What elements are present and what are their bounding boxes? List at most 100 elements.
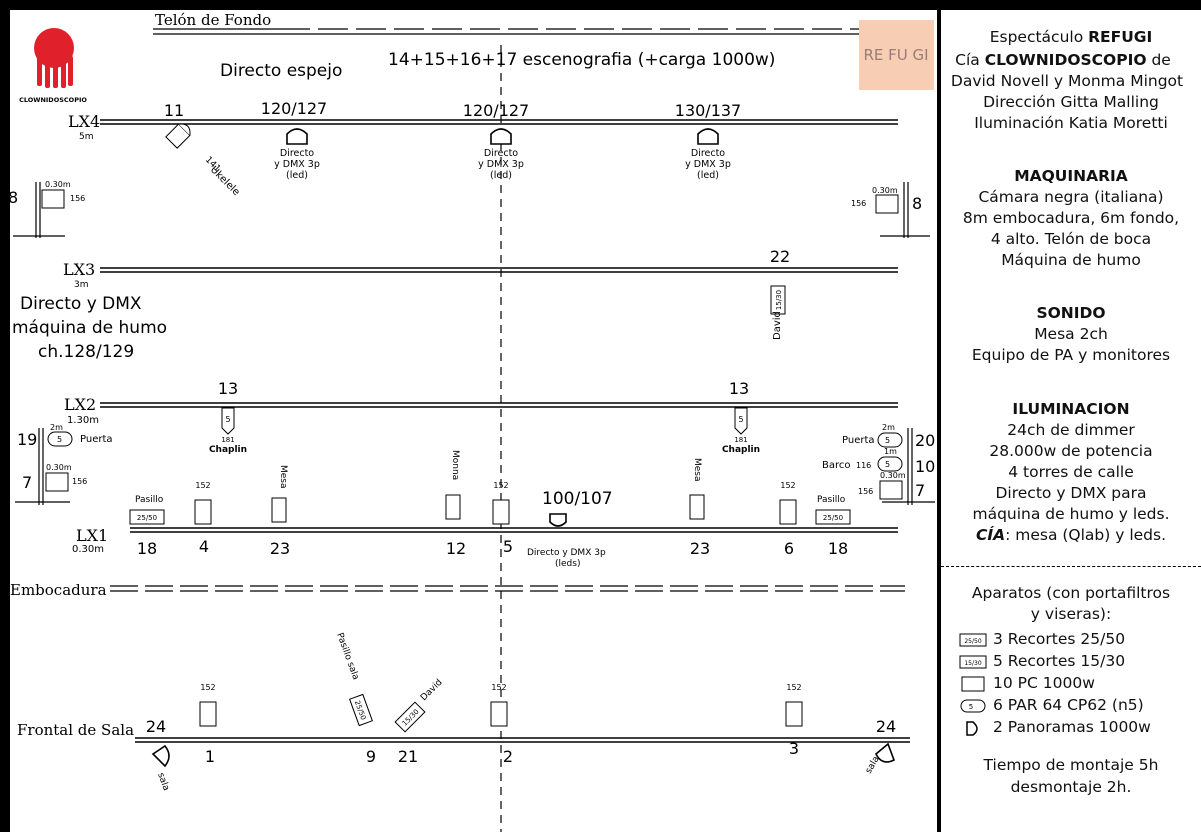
ilu-line-4: Directo y DMX para	[995, 484, 1147, 502]
ilu-line-3: 4 torres de calle	[1008, 463, 1134, 481]
bar-lx1-name: LX1	[76, 526, 108, 545]
tower-right-low: 20 2m 5 Puerta 10 1m 5 Barco 116 7 0.30m…	[822, 423, 935, 505]
tower-left-top-ch: 8	[10, 188, 18, 207]
svg-text:18: 18	[828, 539, 848, 558]
maq-line-4: Máquina de humo	[1001, 251, 1141, 269]
telon-fondo-label: Telón de Fondo	[155, 11, 271, 29]
refugi-stamp-text: RE FU GI	[863, 46, 928, 64]
svg-text:23: 23	[270, 539, 290, 558]
svg-text:15/30: 15/30	[775, 290, 783, 310]
escenografia-label: 14+15+16+17 escenografia (+carga 1000w)	[388, 50, 775, 70]
svg-text:152: 152	[200, 683, 215, 692]
bar-lx2-height: 1.30m	[67, 415, 99, 426]
svg-text:7: 7	[915, 481, 925, 500]
aparatos-line-1: Aparatos (con portafiltros	[971, 584, 1171, 602]
aparatos-line-2: y viseras):	[1030, 605, 1112, 623]
svg-text:15/30: 15/30	[964, 660, 981, 667]
ilu-line-5: máquina de humo y leds.	[972, 505, 1170, 523]
tower-left-top: 8 0.30m 156	[8, 180, 85, 238]
svg-text:Pasillo sala: Pasillo sala	[334, 632, 360, 682]
tower-right-top: 8 0.30m 156	[851, 182, 930, 238]
svg-text:Chaplin: Chaplin	[209, 445, 247, 455]
lx3-recorte-david: 15/30	[770, 285, 786, 315]
lx1-channels: 18 4 23 12 5 23 6 18	[137, 537, 848, 558]
ilu-line-1: 24ch de dimmer	[1007, 421, 1135, 439]
svg-text:y DMX 3p: y DMX 3p	[478, 159, 524, 170]
lx4-led-c: Directo y DMX 3p (led)	[685, 128, 731, 181]
svg-text:152: 152	[780, 481, 795, 490]
frontal-fixtures: 24 sala 152 1 Pasillo sala 25/50 9 15/30…	[146, 632, 896, 793]
tiempo-line-2: desmontaje 2h.	[1010, 778, 1132, 796]
sonido-heading: SONIDO	[1036, 304, 1106, 322]
refugi-stamp	[859, 20, 934, 90]
svg-text:Directo: Directo	[484, 148, 518, 159]
svg-text:19: 19	[17, 430, 37, 449]
svg-text:Mesa: Mesa	[692, 458, 702, 482]
lx1-fixtures: Pasillo 25/50 152 Mesa Monna 152 Mesa	[129, 450, 851, 527]
lx2-par-b: 5 181 Chaplin	[722, 407, 760, 455]
svg-text:152: 152	[493, 481, 508, 490]
lx3-note-line3: ch.128/129	[38, 342, 134, 362]
lx2-ch-13-a: 13	[218, 379, 238, 398]
svg-text:152: 152	[786, 683, 801, 692]
svg-text:3: 3	[789, 739, 799, 758]
svg-text:4: 4	[199, 537, 209, 556]
tower-right-top-ch: 8	[912, 194, 922, 213]
son-line-2: Equipo de PA y monitores	[971, 346, 1171, 364]
son-line-1: Mesa 2ch	[1034, 325, 1108, 343]
pc-1000w-icon	[961, 676, 985, 692]
svg-text:(led): (led)	[697, 170, 719, 181]
tower-left-low: 19 2m 5 Puerta 7 0.30m 156	[15, 423, 113, 505]
svg-text:24: 24	[146, 717, 166, 736]
stage-plot: Telón de Fondo CLOWNIDOSCOPIO RE FU GI D…	[8, 10, 937, 832]
show-title: Espectáculo REFUGI	[989, 28, 1153, 46]
svg-text:156: 156	[858, 487, 873, 496]
svg-text:21: 21	[398, 747, 418, 766]
svg-text:Puerta: Puerta	[80, 434, 113, 445]
svg-text:12: 12	[446, 539, 466, 558]
lx2-par-a: 5 181 Chaplin	[209, 407, 247, 455]
iluminacion-heading: ILUMINACION	[1012, 400, 1130, 418]
lx2-ch-13-b: 13	[729, 379, 749, 398]
recorte-15-30-icon: 15/30	[959, 655, 987, 669]
svg-text:7: 7	[22, 473, 32, 492]
svg-text:6: 6	[784, 539, 794, 558]
bar-lx2: LX2 1.30m	[64, 395, 898, 426]
svg-text:5: 5	[57, 435, 62, 444]
svg-text:1m: 1m	[884, 447, 897, 456]
iluminacion-credit: Iluminación Katia Moretti	[974, 114, 1168, 132]
svg-text:25/50: 25/50	[137, 514, 157, 522]
bar-lx1-height: 0.30m	[72, 544, 104, 555]
lx4-ch-120-a: 120/127	[261, 99, 327, 118]
svg-text:Pasillo: Pasillo	[817, 495, 846, 505]
lx1-pano-sub: (leds)	[555, 559, 580, 569]
directo-espejo-label: Directo espejo	[220, 61, 342, 81]
maq-line-1: Cámara negra (italiana)	[978, 188, 1164, 206]
recorte-25-50-icon: 25/50	[959, 633, 987, 647]
svg-text:10: 10	[915, 457, 935, 476]
lx1-pano-label: Directo y DMX 3p	[527, 548, 606, 558]
svg-text:5: 5	[738, 415, 743, 424]
cia-mesa-line: CÍA: mesa (Qlab) y leds.	[975, 526, 1167, 544]
svg-text:5: 5	[225, 415, 230, 424]
svg-text:Directo: Directo	[691, 148, 725, 159]
svg-text:152: 152	[491, 683, 506, 692]
svg-text:(led): (led)	[490, 170, 512, 181]
par64-icon: 5	[960, 699, 986, 713]
info-panel: Espectáculo REFUGI Cía CLOWNIDOSCOPIO de…	[941, 10, 1201, 832]
svg-text:181: 181	[221, 436, 234, 444]
svg-text:23: 23	[690, 539, 710, 558]
bar-lx3-name: LX3	[63, 260, 95, 279]
svg-text:116: 116	[856, 461, 871, 470]
direccion-line: Dirección Gitta Malling	[983, 93, 1159, 111]
svg-text:Barco: Barco	[822, 460, 851, 471]
svg-text:24: 24	[876, 717, 896, 736]
lx4-led-a: Directo y DMX 3p (led)	[274, 128, 320, 181]
svg-text:y DMX 3p: y DMX 3p	[685, 159, 731, 170]
svg-text:y DMX 3p: y DMX 3p	[274, 159, 320, 170]
svg-text:5: 5	[503, 537, 513, 556]
svg-text:156: 156	[72, 477, 87, 486]
tiempo-line-1: Tiempo de montaje 5h	[983, 756, 1159, 774]
svg-text:0.30m: 0.30m	[880, 471, 906, 480]
